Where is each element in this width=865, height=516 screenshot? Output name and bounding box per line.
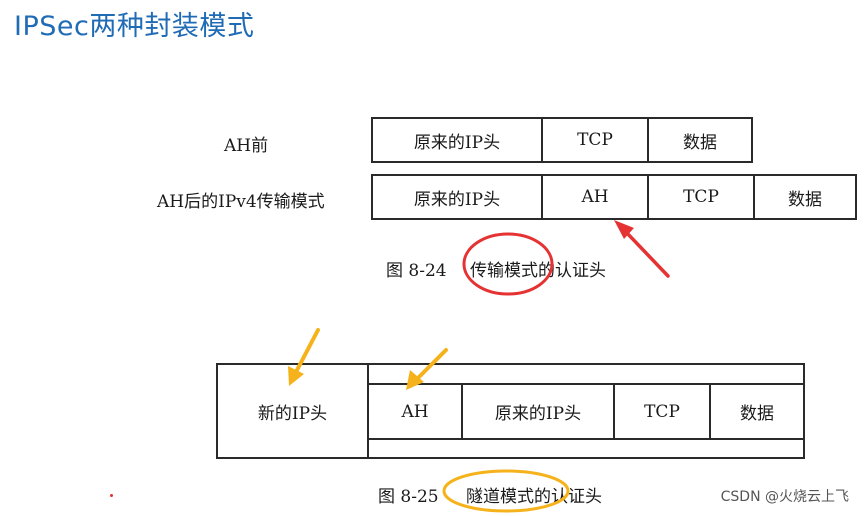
cell-data: 数据 <box>647 117 753 163</box>
frame-bottom-strip <box>367 438 805 459</box>
figure-caption-text: 传输模式的认证头 <box>470 261 606 281</box>
cell-tcp: TCP <box>613 383 711 440</box>
cell-ah: AH <box>541 174 649 220</box>
figure-caption-text: 隧道模式的认证头 <box>466 487 602 507</box>
row-label-before-ah: AH前 <box>224 136 269 156</box>
cell-new-ip-header: 新的IP头 <box>216 363 369 459</box>
cell-original-ip-header: 原来的IP头 <box>461 383 615 440</box>
figure-caption-number: 图 8-24 <box>386 261 447 281</box>
figure-caption-number: 图 8-25 <box>378 487 439 507</box>
page-title: IPSec两种封装模式 <box>14 11 255 42</box>
frame-top-strip <box>367 363 805 385</box>
row-label-after-ah-transport: AH后的IPv4传输模式 <box>157 192 325 212</box>
cell-original-ip-header: 原来的IP头 <box>371 174 543 220</box>
stray-dot <box>110 494 113 497</box>
cell-ah: AH <box>367 383 463 440</box>
red-arrow-annotation <box>614 220 670 278</box>
cell-data: 数据 <box>709 383 805 440</box>
cell-tcp: TCP <box>541 117 649 163</box>
cell-data: 数据 <box>753 174 857 220</box>
watermark: CSDN @火烧云上飞 <box>720 489 849 505</box>
cell-tcp: TCP <box>647 174 755 220</box>
cell-original-ip-header: 原来的IP头 <box>371 117 543 163</box>
